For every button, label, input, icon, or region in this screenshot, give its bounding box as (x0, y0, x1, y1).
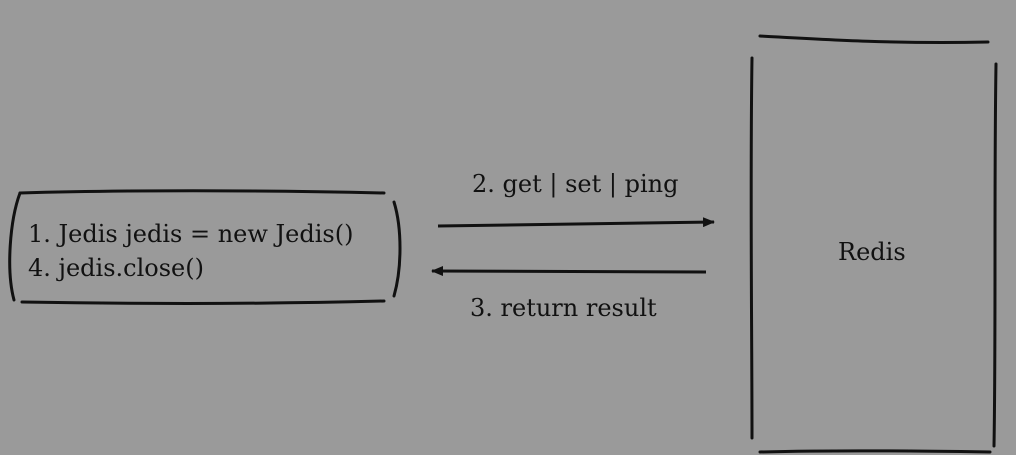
response-arrow (431, 266, 707, 277)
server-box-top-edge (758, 34, 990, 45)
client-line-close: 4. jedis.close() (28, 254, 204, 282)
client-box-left-bracket (8, 191, 22, 302)
request-arrow (437, 217, 715, 228)
server-box-right-edge (992, 62, 998, 448)
client-box-bottom-edge (20, 299, 386, 305)
client-line-open: 1. Jedis jedis = new Jedis() (28, 220, 354, 248)
server-box-bottom-edge (758, 449, 992, 454)
client-box (8, 189, 402, 305)
client-box-top-edge (18, 189, 386, 195)
server-box (749, 34, 998, 454)
client-box-right-bracket (392, 200, 402, 298)
server-label: Redis (838, 238, 906, 266)
server-box-left-edge (749, 56, 754, 440)
response-label: 3. return result (470, 294, 657, 322)
request-label: 2. get | set | ping (472, 170, 679, 198)
